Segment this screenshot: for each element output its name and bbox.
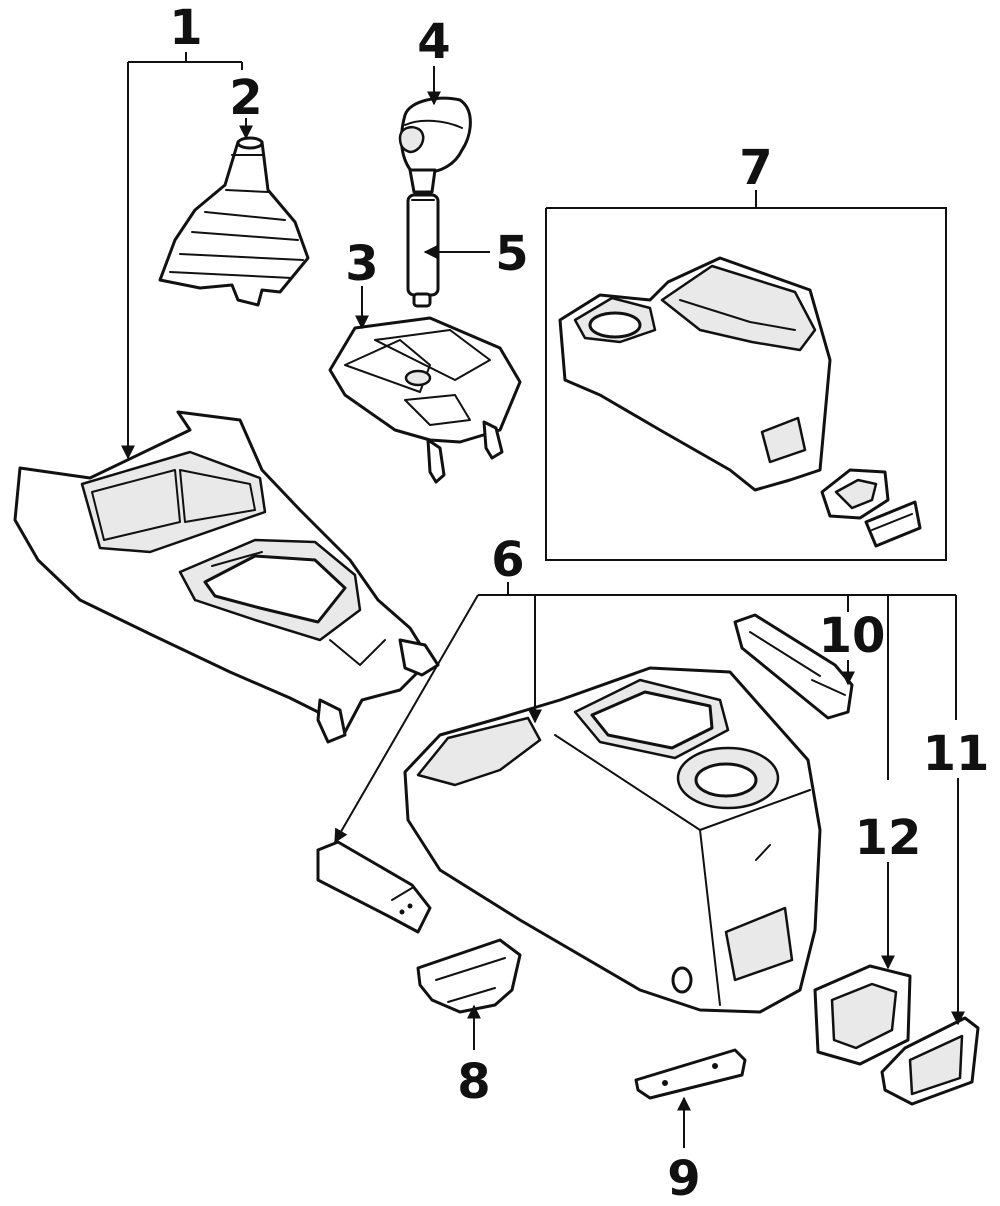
callout-10: 10 <box>819 608 886 664</box>
shift-lever-icon <box>406 193 440 308</box>
callout-9: 9 <box>667 1151 700 1206</box>
callout-3: 3 <box>345 236 378 292</box>
front-center-console-icon <box>13 410 440 744</box>
console-trim-icon <box>634 1048 747 1100</box>
shift-boot-icon <box>158 136 310 307</box>
callout-8: 8 <box>457 1054 490 1110</box>
rear-console-assembly-icon <box>403 666 822 1014</box>
console-assembly-icon <box>558 256 922 548</box>
end-trim-icon <box>316 840 432 934</box>
callout-6: 6 <box>491 532 524 588</box>
pocket-icon <box>813 964 912 1066</box>
callout-7: 7 <box>739 140 772 196</box>
callout-5: 5 <box>495 226 528 282</box>
callout-4: 4 <box>417 14 450 70</box>
shift-bezel-icon <box>328 316 522 484</box>
callout-12: 12 <box>855 810 922 866</box>
callout-2: 2 <box>229 70 262 126</box>
side-trim-icon <box>733 613 854 720</box>
callout-1: 1 <box>169 0 202 56</box>
switch-panel-icon <box>880 1016 980 1106</box>
console-bracket-icon <box>416 938 522 1014</box>
shift-knob-icon <box>398 96 472 194</box>
callout-11: 11 <box>923 726 990 782</box>
